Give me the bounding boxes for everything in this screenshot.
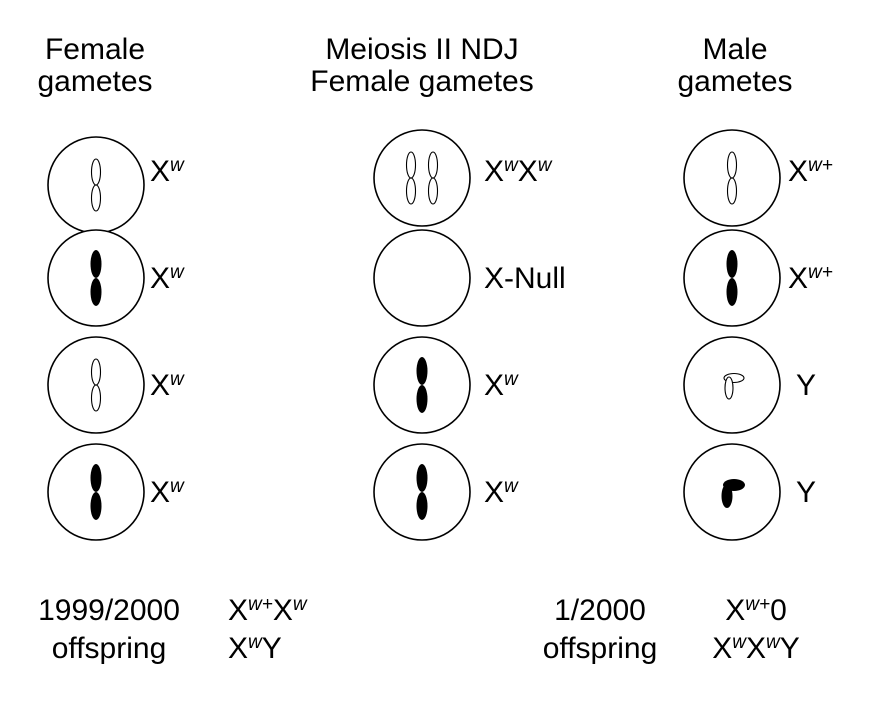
ndj-gametes-heading: Meiosis II NDJ Female gametes: [272, 34, 572, 98]
male-heading-line2: gametes: [677, 65, 793, 98]
ndj-gamete-label: XwXw: [484, 155, 552, 188]
ndj-gamete-label: X-Null: [484, 262, 566, 295]
female-gamete-cell: [46, 335, 146, 435]
left-offspring-ratio: 1999/2000 offspring: [14, 592, 204, 668]
male-gamete-cell: [682, 442, 782, 542]
ndj-gamete-cell: [372, 442, 472, 542]
ndj-heading-line1: Meiosis II NDJ: [325, 33, 519, 66]
male-gamete-cell: [682, 228, 782, 328]
male-heading-line1: Male: [702, 33, 768, 66]
right-genotype-1: Xw+0: [725, 594, 787, 627]
female-heading-line1: Female: [44, 33, 146, 66]
female-gamete-cell: [46, 442, 146, 542]
male-gamete-cell: [682, 128, 782, 228]
female-gamete-cell: [46, 228, 146, 328]
right-offspring-genotypes: Xw+0 XwXwY: [696, 592, 816, 668]
ndj-gamete-label: Xw: [484, 476, 518, 509]
male-gamete-label: Y: [796, 369, 817, 402]
ndj-heading-line2: Female gametes: [310, 65, 534, 98]
right-genotype-2: XwXwY: [712, 632, 800, 665]
female-gamete-label: Xw: [150, 476, 184, 509]
left-offspring-word: offspring: [51, 632, 167, 665]
left-offspring-genotypes: Xw+Xw XwY: [228, 592, 307, 668]
female-gamete-label: Xw: [150, 262, 184, 295]
male-gamete-cell: [682, 335, 782, 435]
female-gametes-heading: Female gametes: [20, 34, 170, 98]
male-gamete-label: Xw+: [788, 262, 833, 295]
x-chromosome-black: [416, 464, 428, 520]
male-gamete-label: Xw+: [788, 155, 833, 188]
left-genotype-2: XwY: [228, 632, 282, 665]
x-chromosome-white: [726, 151, 738, 205]
right-fraction: 1/2000: [554, 594, 646, 627]
ndj-gamete-cell: [372, 128, 472, 228]
y-chromosome-white: [723, 372, 745, 400]
y-chromosome-black: [721, 479, 745, 508]
x-chromosome-white: [90, 358, 102, 412]
x-chromosome-black: [416, 357, 428, 413]
x-chromosome-black: [90, 250, 102, 306]
female-gamete-label: Xw: [150, 369, 184, 402]
female-gamete-label: Xw: [150, 155, 184, 188]
x-chromosome-black: [90, 464, 102, 520]
x-chromosome-pair-white: [405, 151, 439, 205]
female-heading-line2: gametes: [37, 65, 153, 98]
ndj-gamete-label: Xw: [484, 369, 518, 402]
male-gamete-label: Y: [796, 476, 817, 509]
x-chromosome-white: [90, 158, 102, 212]
left-genotype-1: Xw+Xw: [228, 594, 307, 627]
x-chromosome-black: [726, 250, 738, 306]
female-gamete-cell: [46, 135, 146, 235]
left-fraction: 1999/2000: [38, 594, 180, 627]
right-offspring-word: offspring: [542, 632, 658, 665]
ndj-gamete-cell: [372, 228, 472, 328]
right-offspring-ratio: 1/2000 offspring: [520, 592, 680, 668]
ndj-gamete-cell: [372, 335, 472, 435]
male-gametes-heading: Male gametes: [660, 34, 810, 98]
